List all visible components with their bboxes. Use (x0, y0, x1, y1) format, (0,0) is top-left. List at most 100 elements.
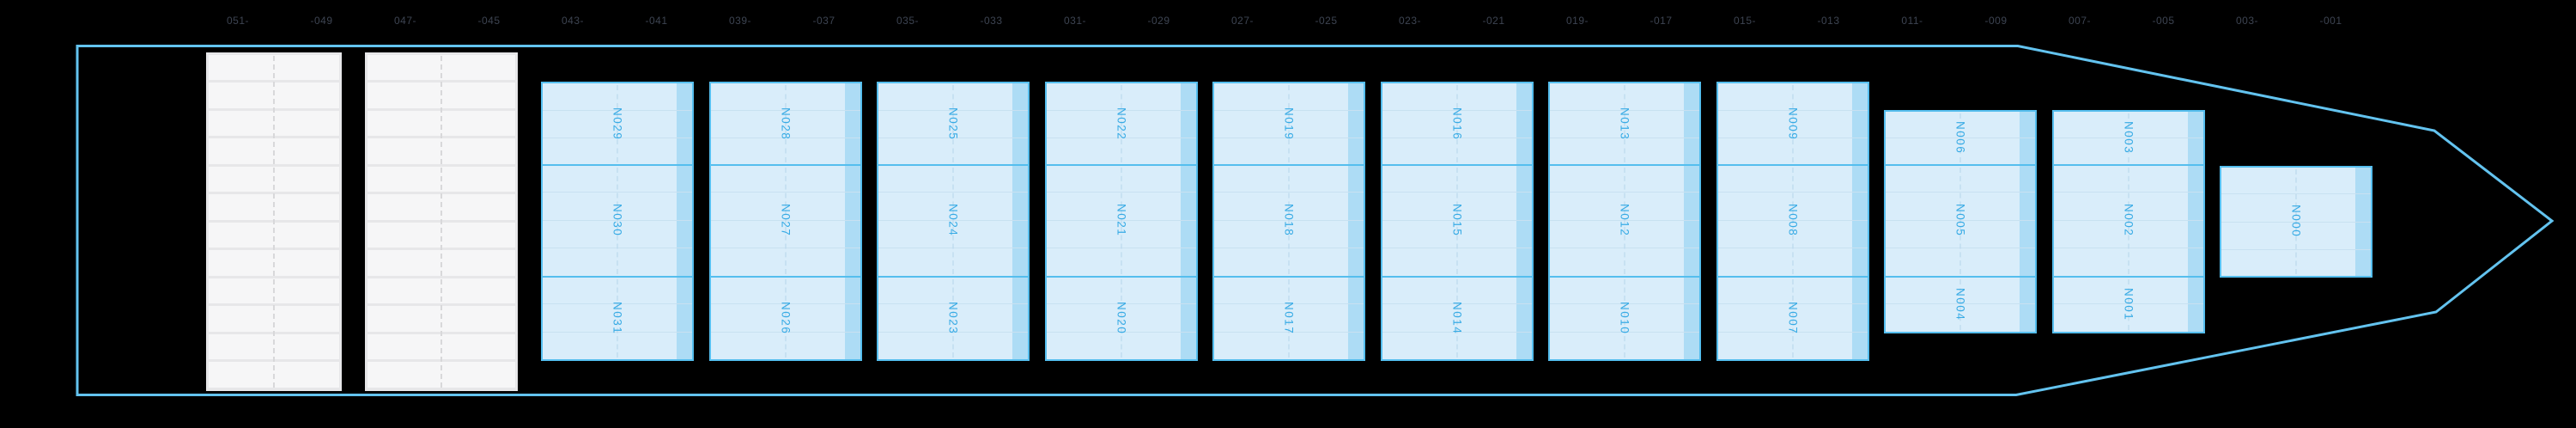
cargo-block[interactable]: N029 (541, 82, 694, 166)
cargo-block-label: N022 (1115, 107, 1128, 140)
bay-number-label: 047- (393, 15, 417, 27)
cargo-block-label: N012 (1618, 204, 1631, 237)
bay-number-label: 027- (1230, 15, 1255, 27)
cargo-block[interactable]: N026 (709, 275, 862, 361)
cargo-block[interactable]: N007 (1716, 275, 1869, 361)
cargo-block[interactable]: N015 (1381, 163, 1534, 278)
block-side-strip (1181, 165, 1196, 276)
bay-number-label: -009 (1984, 15, 2008, 27)
block-center-dashline (952, 167, 954, 274)
cargo-block-label: N026 (779, 302, 793, 335)
bay-number-label: 007- (2068, 15, 2092, 27)
block-center-dashline (1792, 167, 1794, 274)
cargo-block-label: N015 (1450, 204, 1464, 237)
block-side-strip (1348, 83, 1364, 164)
block-center-dashline (1959, 167, 1961, 274)
cargo-block-label: N017 (1282, 302, 1296, 335)
cargo-block[interactable]: N016 (1381, 82, 1534, 166)
bay-number-label: -037 (812, 15, 835, 27)
cargo-block-label: N013 (1618, 107, 1631, 140)
cargo-block[interactable]: N028 (709, 82, 862, 166)
block-side-strip (1181, 83, 1196, 164)
block-side-strip (677, 165, 692, 276)
block-center-dashline (1792, 278, 1794, 358)
block-center-dashline (2128, 113, 2129, 162)
cargo-block[interactable]: N021 (1045, 163, 1198, 278)
cargo-block-label: N001 (2122, 287, 2136, 321)
cargo-block[interactable]: N014 (1381, 275, 1534, 361)
cargo-block[interactable]: N017 (1212, 275, 1365, 361)
block-center-dashline (785, 85, 787, 162)
bay-number-label: 051- (226, 15, 250, 27)
bay-051-049 (206, 52, 342, 391)
bay-number-label: -021 (1482, 15, 1505, 27)
cargo-block[interactable]: N030 (541, 163, 694, 278)
block-side-strip (1012, 165, 1028, 276)
cargo-block[interactable]: N025 (877, 82, 1030, 166)
block-center-dashline (1288, 85, 1290, 162)
block-center-dashline (1792, 85, 1794, 162)
block-center-dashline (617, 278, 618, 358)
cargo-block[interactable]: N022 (1045, 82, 1198, 166)
block-side-strip (2020, 165, 2035, 276)
cargo-block[interactable]: N031 (541, 275, 694, 361)
block-center-dashline (952, 85, 954, 162)
bay-number-label: -017 (1649, 15, 1673, 27)
bay-number-label: 039- (728, 15, 752, 27)
block-side-strip (845, 165, 860, 276)
cargo-block-label: N004 (1953, 287, 1967, 321)
bay-number-label: -049 (310, 15, 333, 27)
block-center-dashline (617, 167, 618, 274)
cargo-block-label: N027 (779, 204, 793, 237)
cargo-block-label: N030 (611, 204, 624, 237)
bay-center-dashline (273, 55, 275, 388)
cargo-block-label: N031 (611, 302, 624, 335)
cargo-block[interactable]: N023 (877, 275, 1030, 361)
bay-number-label: 043- (561, 15, 585, 27)
cargo-block[interactable]: N009 (1716, 82, 1869, 166)
block-center-dashline (1121, 278, 1122, 358)
hull-outline-shape (76, 45, 2555, 396)
bay-number-label: -025 (1315, 15, 1338, 27)
cargo-block[interactable]: N012 (1548, 163, 1701, 278)
block-center-dashline (1959, 113, 1961, 162)
cargo-block-label: N018 (1282, 204, 1296, 237)
cargo-block[interactable]: N020 (1045, 275, 1198, 361)
cargo-block[interactable]: N024 (877, 163, 1030, 278)
cargo-block[interactable]: N019 (1212, 82, 1365, 166)
cargo-block[interactable]: N002 (2052, 163, 2205, 278)
block-center-dashline (1121, 167, 1122, 274)
block-side-strip (845, 277, 860, 359)
cargo-block[interactable]: N005 (1884, 163, 2037, 278)
cargo-block-label: N009 (1786, 107, 1800, 140)
block-side-strip (1684, 165, 1699, 276)
cargo-block[interactable]: N027 (709, 163, 862, 278)
bay-number-label: -005 (2152, 15, 2175, 27)
cargo-block[interactable]: N010 (1548, 275, 1701, 361)
cargo-block-label: N025 (946, 107, 960, 140)
cargo-block[interactable]: N008 (1716, 163, 1869, 278)
block-side-strip (1348, 165, 1364, 276)
bay-number-label: 011- (1901, 15, 1923, 27)
bay-number-label: 015- (1733, 15, 1757, 27)
cargo-block-label: N003 (2122, 120, 2136, 155)
block-center-dashline (2128, 167, 2129, 274)
block-side-strip (2188, 165, 2203, 276)
block-center-dashline (952, 278, 954, 358)
block-side-strip (1852, 165, 1868, 276)
bay-number-label: 031- (1063, 15, 1087, 27)
cargo-block-label: N029 (611, 107, 624, 140)
block-side-strip (677, 83, 692, 164)
cargo-block[interactable]: N013 (1548, 82, 1701, 166)
cargo-block[interactable]: N003 (2052, 109, 2205, 166)
block-center-dashline (1288, 278, 1290, 358)
block-center-dashline (2295, 168, 2297, 274)
block-side-strip (1348, 277, 1364, 359)
block-side-strip (1516, 83, 1532, 164)
cargo-block[interactable]: N006 (1884, 109, 2037, 166)
cargo-block[interactable]: N018 (1212, 163, 1365, 278)
cargo-block[interactable]: N000 (2220, 165, 2372, 278)
cargo-block[interactable]: N001 (2052, 275, 2205, 333)
cargo-block[interactable]: N004 (1884, 275, 2037, 333)
